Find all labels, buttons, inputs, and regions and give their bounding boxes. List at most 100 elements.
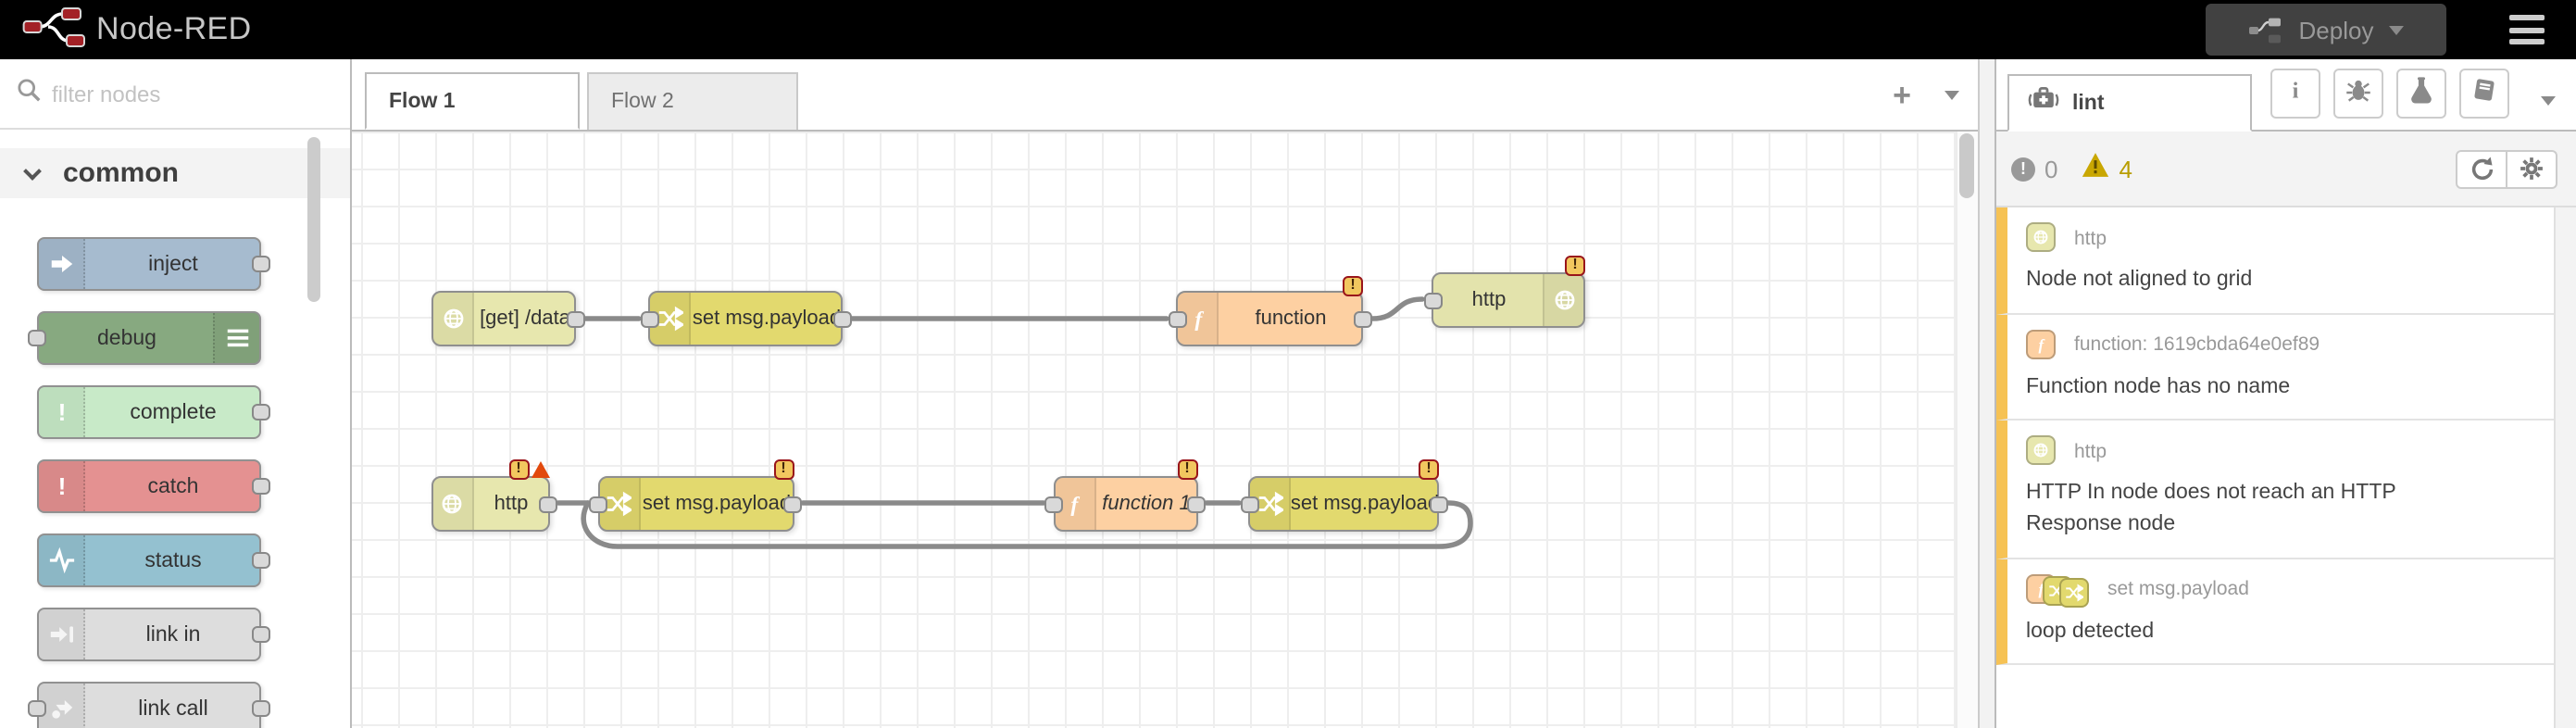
node-output-port[interactable] bbox=[783, 496, 802, 512]
palette-node-label: complete bbox=[130, 401, 217, 423]
node-input-port[interactable] bbox=[640, 311, 658, 328]
svg-text:!: ! bbox=[57, 472, 66, 500]
flow-node-http-in-2[interactable]: http! bbox=[431, 459, 557, 531]
palette-node-label: debug bbox=[97, 327, 156, 349]
info-icon: i bbox=[2282, 75, 2309, 112]
book-icon bbox=[2470, 75, 2498, 112]
shuffle-icon bbox=[650, 293, 691, 345]
flow-node-label: http bbox=[494, 492, 529, 514]
change-node-chip bbox=[2059, 578, 2089, 609]
palette-node-catch[interactable]: !catch bbox=[37, 459, 270, 513]
palette-node-link-call[interactable]: link call bbox=[28, 682, 270, 728]
flow-tab-2[interactable]: Flow 2 bbox=[587, 72, 798, 130]
link-call-arrow-icon bbox=[39, 684, 85, 728]
palette-category-common[interactable]: common bbox=[0, 148, 350, 198]
deploy-button[interactable]: Deploy bbox=[2206, 4, 2446, 56]
node-invalid-triangle-icon bbox=[531, 461, 549, 478]
http-node-chip bbox=[2026, 222, 2056, 252]
node-input-port[interactable] bbox=[1044, 496, 1063, 512]
svg-text:f: f bbox=[1194, 308, 1203, 332]
node-red-logo-icon bbox=[22, 3, 85, 56]
canvas-scrollbar-thumb[interactable] bbox=[1959, 133, 1974, 198]
sidebar-book-button[interactable] bbox=[2459, 69, 2509, 119]
sidebar: lint i ! 0 4 bbox=[1996, 59, 2576, 728]
node-warning-badge: ! bbox=[1419, 459, 1439, 480]
node-warning-badge: ! bbox=[1343, 275, 1363, 295]
node-output-port[interactable] bbox=[1353, 311, 1371, 328]
wire[interactable] bbox=[581, 500, 1473, 549]
deploy-caret-icon[interactable] bbox=[2388, 25, 2404, 42]
node-output-port[interactable] bbox=[1187, 496, 1206, 512]
palette-node-inject[interactable]: inject bbox=[37, 237, 270, 291]
palette-scrollbar[interactable] bbox=[307, 137, 320, 302]
node-output-port[interactable] bbox=[252, 626, 270, 643]
flow-node-change-1[interactable]: set msg.payload bbox=[640, 291, 851, 346]
sidebar-caret-icon[interactable] bbox=[2541, 96, 2556, 113]
flow-node-http-resp-1[interactable]: http! bbox=[1423, 256, 1585, 327]
svg-text:!: ! bbox=[57, 398, 66, 426]
node-input-port[interactable] bbox=[1168, 311, 1186, 328]
issue-message: loop detected bbox=[2026, 620, 2155, 643]
flow-tab-1[interactable]: Flow 1 bbox=[365, 72, 580, 130]
flow-node-change-3[interactable]: set msg.payload! bbox=[1240, 459, 1447, 531]
sidebar-bug-button[interactable] bbox=[2333, 69, 2383, 119]
node-input-port[interactable] bbox=[1423, 292, 1442, 308]
lint-refresh-button[interactable] bbox=[2456, 149, 2507, 188]
node-output-port[interactable] bbox=[252, 700, 270, 717]
palette-filter-input[interactable] bbox=[52, 81, 293, 107]
sidebar-flask-button[interactable] bbox=[2396, 69, 2446, 119]
flow-node-label: http bbox=[1471, 288, 1507, 310]
node-output-port[interactable] bbox=[539, 496, 557, 512]
palette-node-complete[interactable]: ! complete bbox=[37, 385, 270, 439]
palette-node-label: inject bbox=[148, 253, 198, 275]
node-output-port[interactable] bbox=[1429, 496, 1447, 512]
flow-node-label: set msg.payload bbox=[1290, 492, 1440, 514]
globe-icon bbox=[433, 293, 474, 345]
node-input-port[interactable] bbox=[589, 496, 607, 512]
palette-node-status[interactable]: status bbox=[37, 533, 270, 587]
wire[interactable] bbox=[1369, 296, 1425, 321]
node-output-port[interactable] bbox=[252, 552, 270, 569]
palette-node-debug[interactable]: debug bbox=[28, 311, 261, 365]
wires-layer bbox=[556, 296, 1473, 549]
flow-list-caret-icon[interactable] bbox=[1945, 90, 1959, 107]
exclamation-icon: ! bbox=[39, 387, 85, 437]
globe-icon bbox=[1543, 273, 1583, 325]
node-output-port[interactable] bbox=[252, 404, 270, 420]
node-output-port[interactable] bbox=[566, 311, 584, 328]
warning-triangle-icon bbox=[2082, 151, 2109, 186]
main-menu-button[interactable] bbox=[2509, 15, 2545, 44]
http-node-chip bbox=[2026, 435, 2056, 466]
globe-icon bbox=[432, 477, 473, 529]
node-output-port[interactable] bbox=[252, 256, 270, 272]
sidebar-tab-lint[interactable]: lint bbox=[2007, 74, 2252, 132]
palette-node-label: link in bbox=[145, 623, 201, 646]
flask-icon bbox=[2407, 75, 2435, 112]
flow-node-change-2[interactable]: set msg.payload! bbox=[589, 459, 802, 531]
app-title: Node-RED bbox=[96, 11, 252, 46]
sidebar-info-button[interactable]: i bbox=[2270, 69, 2320, 119]
node-input-port[interactable] bbox=[28, 330, 46, 346]
sidebar-splitter[interactable] bbox=[1978, 59, 1996, 728]
node-input-port[interactable] bbox=[28, 700, 46, 717]
node-output-port[interactable] bbox=[832, 311, 851, 328]
node-output-port[interactable] bbox=[252, 478, 270, 495]
lint-settings-button[interactable] bbox=[2506, 149, 2557, 188]
node-warning-badge: ! bbox=[773, 459, 794, 480]
deploy-label: Deploy bbox=[2298, 16, 2374, 44]
node-input-port[interactable] bbox=[1240, 496, 1258, 512]
sidebar-scroll-gutter bbox=[2554, 207, 2576, 728]
palette-node-link-in[interactable]: link in bbox=[37, 608, 270, 661]
medkit-icon bbox=[2028, 83, 2059, 122]
flow-node-http-in-1[interactable]: [get] /data bbox=[431, 291, 584, 346]
add-flow-button[interactable]: + bbox=[1893, 77, 1911, 112]
